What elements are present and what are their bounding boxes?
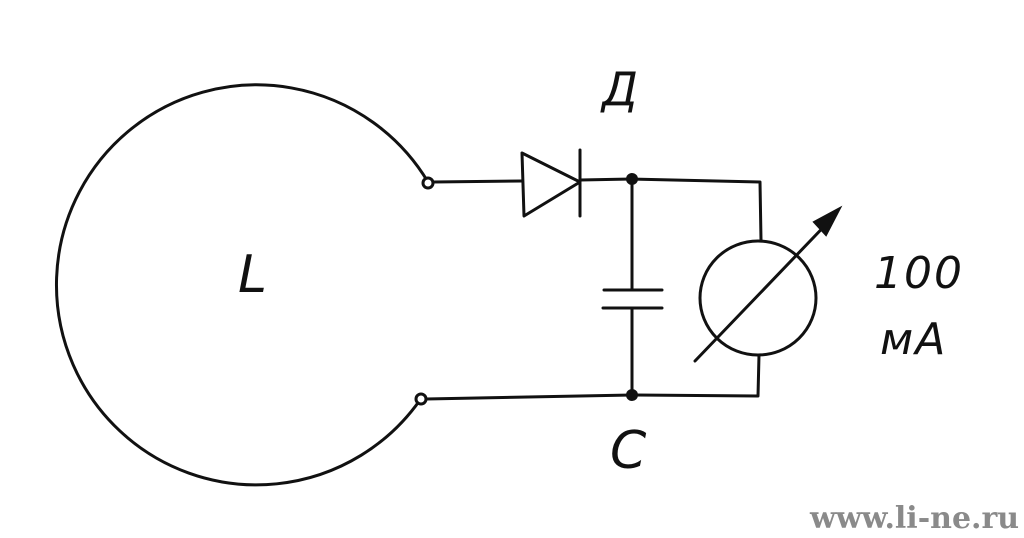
ammeter	[693, 205, 843, 363]
diode-label: Д	[600, 62, 638, 116]
wire-top-left	[431, 179, 524, 184]
meter-arrow-line	[693, 212, 838, 363]
wire-bottom	[424, 353, 761, 401]
inductor-loop	[55, 83, 430, 487]
inductor-terminal-top	[421, 176, 435, 190]
watermark-text: www.li-ne.ru	[809, 501, 1019, 536]
capacitor-label: C	[610, 421, 647, 481]
meter-arrow-head	[812, 205, 843, 237]
diode	[520, 148, 582, 218]
meter-value-label: 100	[874, 248, 964, 299]
inductor-label: L	[238, 245, 267, 305]
wire-top-right	[578, 177, 763, 242]
diode-triangle	[520, 151, 582, 218]
meter-unit-label: мА	[880, 314, 947, 365]
capacitor	[601, 177, 664, 397]
